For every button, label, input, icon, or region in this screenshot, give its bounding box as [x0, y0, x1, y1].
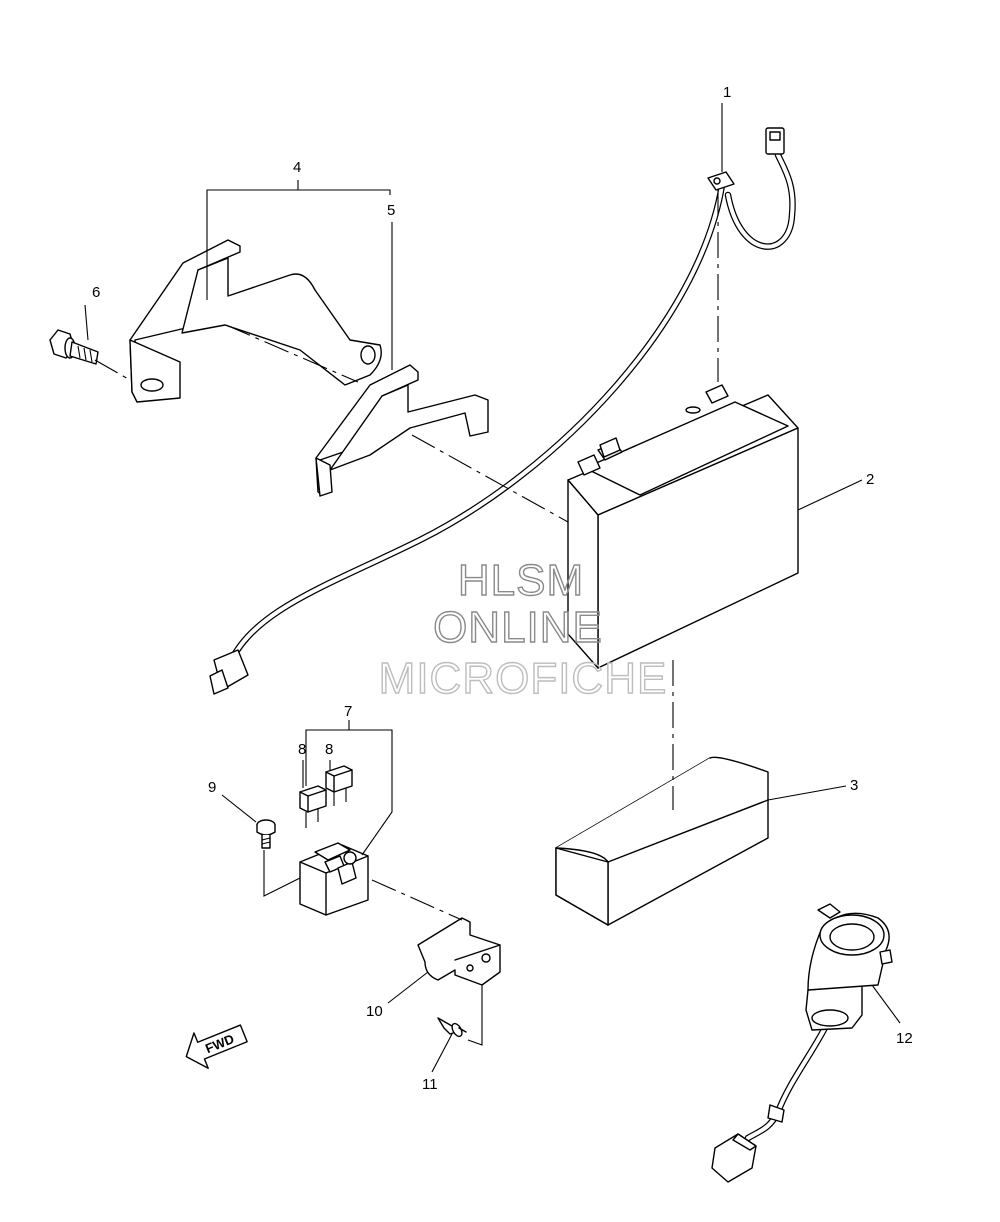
relay-bracket — [417, 917, 501, 986]
watermark-line-1: HLSM — [458, 556, 584, 605]
battery — [567, 384, 799, 669]
flange-bolt — [49, 329, 99, 365]
watermark-line-2: ONLINE — [433, 603, 603, 652]
battery-bracket-upper — [129, 239, 382, 403]
callout-8-right: 8 — [325, 741, 333, 758]
callout-9: 9 — [208, 779, 216, 796]
callout-1: 1 — [723, 84, 731, 101]
callout-6: 6 — [92, 284, 100, 301]
callout-labels: 1 2 3 4 5 6 7 8 8 9 10 11 12 — [92, 84, 913, 1093]
callout-3: 3 — [850, 777, 858, 794]
callout-11: 11 — [422, 1076, 438, 1093]
starter-relay — [299, 842, 369, 916]
callout-7: 7 — [344, 703, 352, 720]
battery-bracket-lower — [315, 364, 489, 497]
callout-8-left: 8 — [298, 741, 306, 758]
watermark-line-3: MICROFICHE — [379, 654, 668, 703]
fuse-right — [325, 765, 353, 806]
callout-2: 2 — [866, 471, 874, 488]
forward-arrow-icon: FWD — [185, 1024, 248, 1069]
callout-12: 12 — [896, 1030, 913, 1047]
callout-10: 10 — [366, 1003, 383, 1020]
callout-4: 4 — [293, 159, 301, 176]
fuse-left — [299, 785, 327, 828]
screw — [256, 819, 276, 849]
watermark: HLSM ONLINE MICROFICHE — [378, 555, 668, 703]
leader-lines — [84, 103, 901, 1073]
battery-tray — [555, 756, 769, 926]
callout-5: 5 — [387, 202, 395, 219]
wire-lead — [209, 127, 796, 695]
dc-socket — [711, 903, 893, 1183]
rivet — [437, 1017, 467, 1038]
